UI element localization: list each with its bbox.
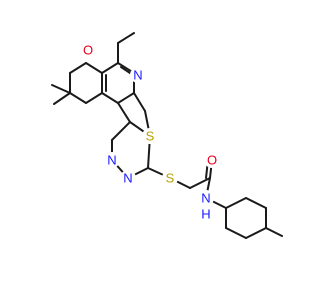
bond (101, 92, 119, 104)
atom-background (104, 152, 120, 168)
atom-label-amide-hydrogen: H (201, 207, 210, 222)
bond (53, 92, 71, 105)
bond (85, 92, 103, 104)
atom-background (130, 67, 146, 83)
bond (111, 121, 131, 141)
bond (225, 227, 247, 239)
bond (245, 227, 267, 239)
bond (69, 62, 87, 74)
atom-background (162, 170, 178, 186)
atom-background (142, 128, 158, 144)
bond (69, 92, 87, 104)
atom-background (80, 42, 96, 58)
atom-label-thioether-sulfur: S (166, 171, 175, 186)
bond (245, 197, 267, 209)
atom-background (120, 170, 136, 186)
atom-label-pyran-oxygen: O (83, 43, 93, 58)
bond (85, 62, 103, 74)
bond (189, 177, 211, 189)
bond (101, 62, 119, 74)
bond (51, 84, 71, 94)
atom-label-pyrimidine-nitrogen-1: N (107, 153, 116, 168)
atom-background (204, 152, 220, 168)
bond (117, 92, 135, 104)
atom-label-amide-nitrogen: N (201, 191, 210, 206)
atom-label-carbonyl-oxygen: O (207, 153, 217, 168)
atom-label-pyridine-nitrogen: N (133, 68, 142, 83)
atom-label-thiophene-sulfur: S (146, 129, 155, 144)
atom-labels: O N S N N S O N H (80, 42, 220, 222)
bond (117, 102, 131, 123)
molecule-structure: O N S N N S O N H (51, 32, 283, 239)
atom-label-pyrimidine-nitrogen-2: N (123, 171, 132, 186)
bond (225, 197, 247, 209)
atom-background (198, 190, 214, 206)
bond (265, 227, 283, 237)
bond-skeleton (51, 32, 283, 239)
bond (133, 92, 146, 112)
bond (117, 32, 135, 44)
